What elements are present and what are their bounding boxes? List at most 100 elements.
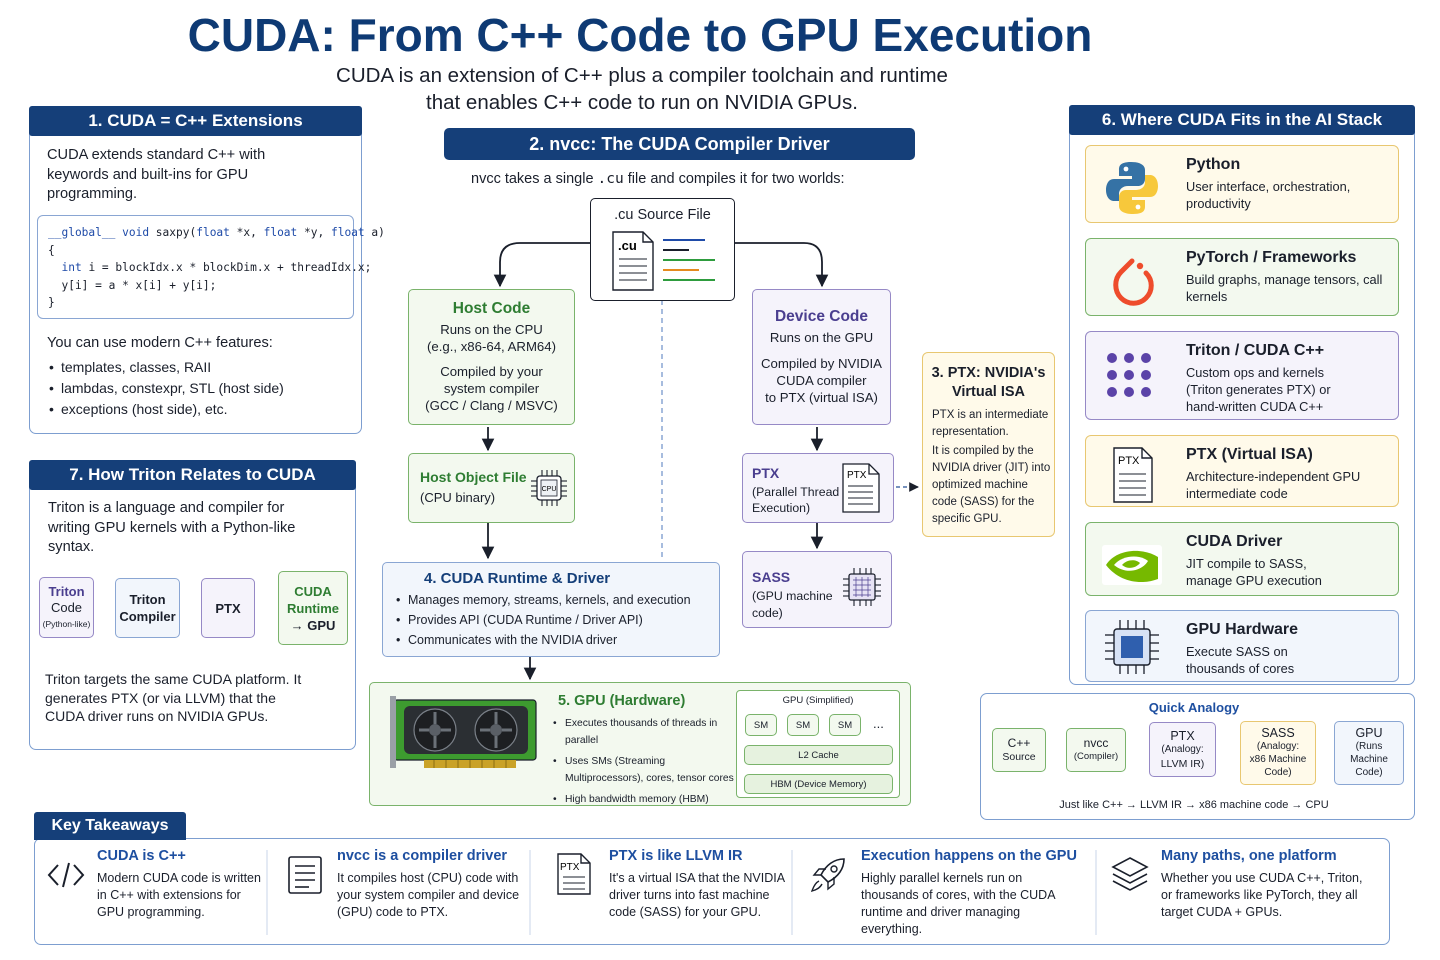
sass-node: SASS (GPU machine code) [742, 551, 892, 628]
ptx-node: PTX (Parallel Thread Execution) PTX [742, 453, 894, 523]
stack-layer-desc: Architecture-independent GPU intermediat… [1186, 469, 1361, 501]
analogy-node-ptx: PTX (Analogy: LLVM IR) [1149, 722, 1216, 777]
code-line: __global__ void saxpy(float *x, float *y… [48, 226, 385, 239]
stack-layer-desc: Build graphs, manage tensors, call kerne… [1186, 272, 1383, 304]
features-list: templates, classes, RAII lambdas, conste… [47, 357, 284, 420]
list-item: lambdas, constexpr, STL (host side) [47, 378, 284, 399]
dot-grid-icon [1107, 353, 1151, 397]
takeaway-item: nvcc is a compiler driver It compiles ho… [337, 848, 520, 919]
page-subtitle: CUDA is an extension of C++ plus a compi… [336, 64, 948, 114]
list-item: exceptions (host side), etc. [47, 399, 284, 420]
stack-layer-python: Python User interface, orchestration, pr… [1085, 145, 1399, 223]
svg-text:CPU: CPU [542, 486, 557, 493]
host-object-sub: (CPU binary) [420, 490, 496, 505]
stack-layer-title: Python [1186, 156, 1241, 173]
stack-layer-desc: Execute SASS on thousands of cores [1186, 644, 1295, 676]
gpu-card-icon [390, 696, 537, 768]
svg-text:PTX: PTX [1118, 455, 1140, 467]
list-item: Communicates with the NVIDIA driver [394, 630, 691, 650]
takeaway-item: Execution happens on the GPU Highly para… [861, 848, 1077, 936]
cu-file-icon: .cu [612, 231, 715, 291]
code-icon [47, 862, 85, 888]
gpu-chip-icon [1105, 620, 1159, 674]
stack-layer-title: Triton / CUDA C++ [1186, 342, 1325, 359]
stack-layer-desc: User interface, orchestration, productiv… [1186, 179, 1351, 211]
stack-layer-cuda-driver: CUDA Driver JIT compile to SASS, manage … [1085, 522, 1399, 596]
gpu-chip-icon [843, 568, 881, 606]
svg-text:PTX: PTX [560, 862, 580, 873]
list-item: Provides API (CUDA Runtime / Driver API) [394, 610, 691, 630]
document-icon [288, 856, 322, 894]
ptx-document-icon: PTX [842, 463, 880, 513]
stack-layer-ptx: PTX PTX (Virtual ISA) Architecture-indep… [1085, 435, 1399, 507]
cu-source-file-box: .cu Source File .cu [590, 198, 735, 301]
stack-layer-title: GPU Hardware [1186, 621, 1299, 638]
panel-1-header: 1. CUDA = C++ Extensions [29, 106, 362, 136]
takeaway-item: PTX is like LLVM IR It's a virtual ISA t… [609, 848, 785, 919]
sass-node-sub: (GPU machine code) [752, 589, 833, 620]
layers-icon [1111, 857, 1149, 891]
sass-node-title: SASS [752, 569, 791, 585]
analogy-node-cpp: C++ Source [992, 728, 1046, 772]
ptx-document-icon: PTX [557, 853, 591, 895]
panel-5-list: Executes thousands of threads in paralle… [551, 715, 737, 808]
cu-badge: .cu [618, 238, 637, 253]
stack-layer-desc: Custom ops and kernels (Triton generates… [1186, 365, 1331, 414]
triton-runtime-node: CUDA Runtime → GPU [278, 571, 348, 645]
panel-key-takeaways [34, 838, 1390, 945]
takeaways-header: Key Takeaways [34, 812, 186, 840]
analogy-node-sass: SASS (Analogy: x86 Machine Code) [1240, 721, 1316, 785]
cpu-chip-icon: CPU [531, 470, 567, 506]
panel-3-text: PTX is an intermediate representation. I… [932, 409, 1051, 525]
code-line: y[i] = a * x[i] + y[i]; [48, 278, 217, 292]
panel-7-outro: Triton targets the same CUDA platform. I… [45, 671, 302, 724]
host-object-title: Host Object File [420, 469, 527, 485]
sm-ellipsis: ... [873, 716, 884, 731]
stack-layer-title: PyTorch / Frameworks [1186, 249, 1357, 266]
gpu-simplified-title: GPU (Simplified) [782, 695, 854, 706]
panel-3-header: 3. PTX: NVIDIA's Virtual ISA [931, 365, 1046, 400]
nvcc-lead-text: nvcc takes a single .cu file and compile… [471, 171, 845, 187]
analogy-caption: Just like C++ → LLVM IR → x86 machine co… [1059, 799, 1329, 811]
device-code-node: Device Code Runs on the GPU Compiled by … [752, 289, 891, 425]
list-item: Executes thousands of threads in paralle… [551, 715, 737, 749]
panel-5-header: 5. GPU (Hardware) [558, 693, 686, 709]
stack-layer-title: PTX (Virtual ISA) [1186, 446, 1313, 463]
code-line: { [48, 243, 55, 257]
triton-compiler-node: Triton Compiler [115, 578, 180, 638]
page-title: CUDA: From C++ Code to GPU Execution [187, 9, 1093, 61]
saxpy-code-block: __global__ void saxpy(float *x, float *y… [37, 215, 385, 319]
list-item: Manages memory, streams, kernels, and ex… [394, 590, 691, 610]
takeaway-item: Many paths, one platform Whether you use… [1161, 848, 1363, 919]
panel-7-intro: Triton is a language and compiler for wr… [48, 500, 296, 555]
svg-text:PTX: PTX [847, 470, 867, 481]
stack-layer-title: CUDA Driver [1186, 533, 1283, 550]
source-file-title: .cu Source File [614, 207, 711, 223]
host-code-node: Host Code Runs on the CPU (e.g., x86-64,… [408, 289, 575, 425]
stack-layer-pytorch: PyTorch / Frameworks Build graphs, manag… [1085, 238, 1399, 316]
sm-block: SM [745, 714, 777, 736]
code-line: } [48, 296, 55, 309]
panel-2-header: 2. nvcc: The CUDA Compiler Driver [444, 128, 915, 160]
analogy-title: Quick Analogy [1148, 700, 1240, 715]
l2-cache-block: L2 Cache [744, 745, 893, 765]
analogy-node-gpu: GPU (Runs Machine Code) [1334, 721, 1404, 785]
code-line: int i = blockIdx.x * blockDim.x + thread… [61, 261, 372, 274]
list-item: High bandwidth memory (HBM) [551, 791, 737, 808]
list-item: templates, classes, RAII [47, 357, 284, 378]
sm-block: SM [829, 714, 861, 736]
ptx-node-title: PTX [752, 465, 780, 481]
panel-ptx-virtual-isa [922, 352, 1055, 537]
takeaway-item: CUDA is C++ Modern CUDA code is written … [97, 848, 261, 919]
nvidia-eye-icon [1102, 545, 1162, 585]
source-to-device-arrow [735, 242, 829, 288]
ptx-document-icon: PTX [1113, 447, 1153, 503]
python-icon [1106, 162, 1158, 214]
panel-4-list: Manages memory, streams, kernels, and ex… [394, 590, 691, 650]
list-item: Uses SMs (Streaming Multiprocessors), co… [551, 753, 737, 787]
stack-layer-triton-cuda: Triton / CUDA C++ Custom ops and kernels… [1085, 331, 1399, 420]
panel-1-intro: CUDA extends standard C++ with keywords … [47, 147, 266, 202]
gpu-simplified-diagram: GPU (Simplified) SM SM SM ... L2 Cache H… [736, 690, 900, 798]
panel-4-header: 4. CUDA Runtime & Driver [424, 570, 611, 587]
panel-6-header: 6. Where CUDA Fits in the AI Stack [1069, 105, 1415, 135]
